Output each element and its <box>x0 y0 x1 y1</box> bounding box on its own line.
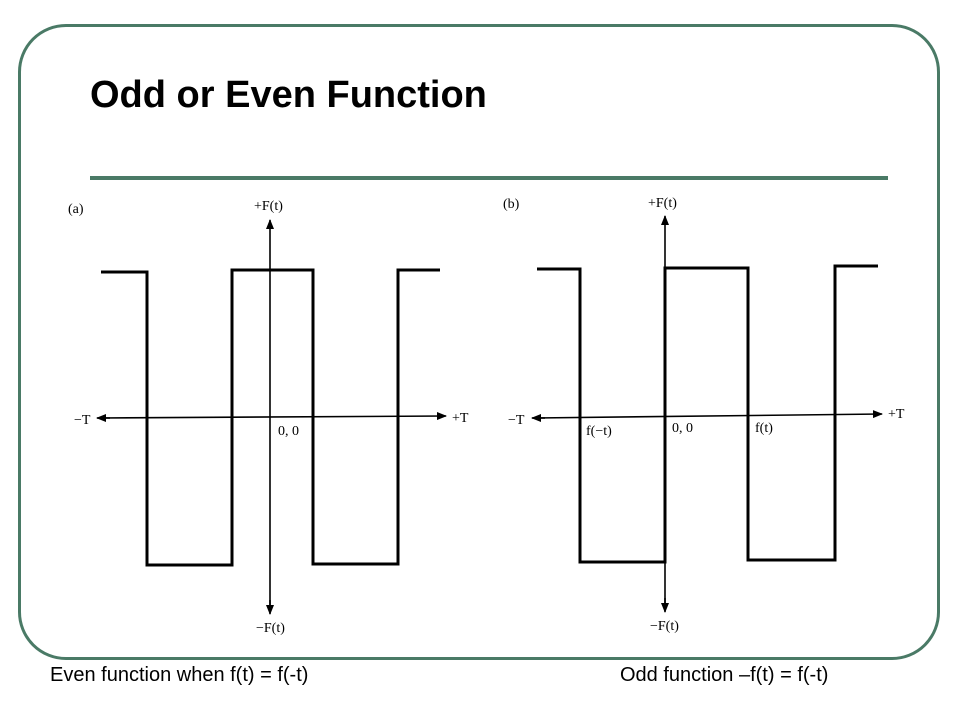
panel-b-x-axis <box>534 410 883 419</box>
panel-b-mark-f-t: f(t) <box>755 421 773 436</box>
slide-frame <box>18 24 940 660</box>
title-underline <box>90 176 888 180</box>
panel-b-x-right-label: +T <box>888 407 905 422</box>
panel-b-label: (b) <box>503 197 520 212</box>
panel-a-y-top-label: +F(t) <box>254 199 283 214</box>
panel-a-x-axis <box>99 412 447 421</box>
panel-b-y-bottom-label: −F(t) <box>650 619 679 634</box>
slide-title: Odd or Even Function <box>90 74 487 116</box>
panel-a: (a) +F(t) −F(t) −T +T 0, 0 <box>68 199 469 636</box>
panel-a-origin-label: 0, 0 <box>278 424 299 439</box>
panel-b-square-wave <box>537 264 878 564</box>
panel-b-origin-label: 0, 0 <box>672 421 693 436</box>
caption-even-function: Even function when f(t) = f(-t) <box>50 664 309 686</box>
panel-b-mark-f-minus-t: f(−t) <box>586 424 612 439</box>
caption-odd-function: Odd function –f(t) = f(-t) <box>620 664 829 686</box>
panel-a-x-right-label: +T <box>452 411 469 426</box>
panel-a-label: (a) <box>68 202 84 217</box>
panel-b: (b) +F(t) −F(t) −T +T 0, 0 f(−t) f(t) <box>503 196 905 634</box>
panel-b-x-left-label: −T <box>508 413 525 428</box>
panel-a-square-wave <box>101 268 440 567</box>
panel-a-y-bottom-label: −F(t) <box>256 621 285 636</box>
panel-a-x-left-label: −T <box>74 413 91 428</box>
panel-b-y-top-label: +F(t) <box>648 196 677 211</box>
